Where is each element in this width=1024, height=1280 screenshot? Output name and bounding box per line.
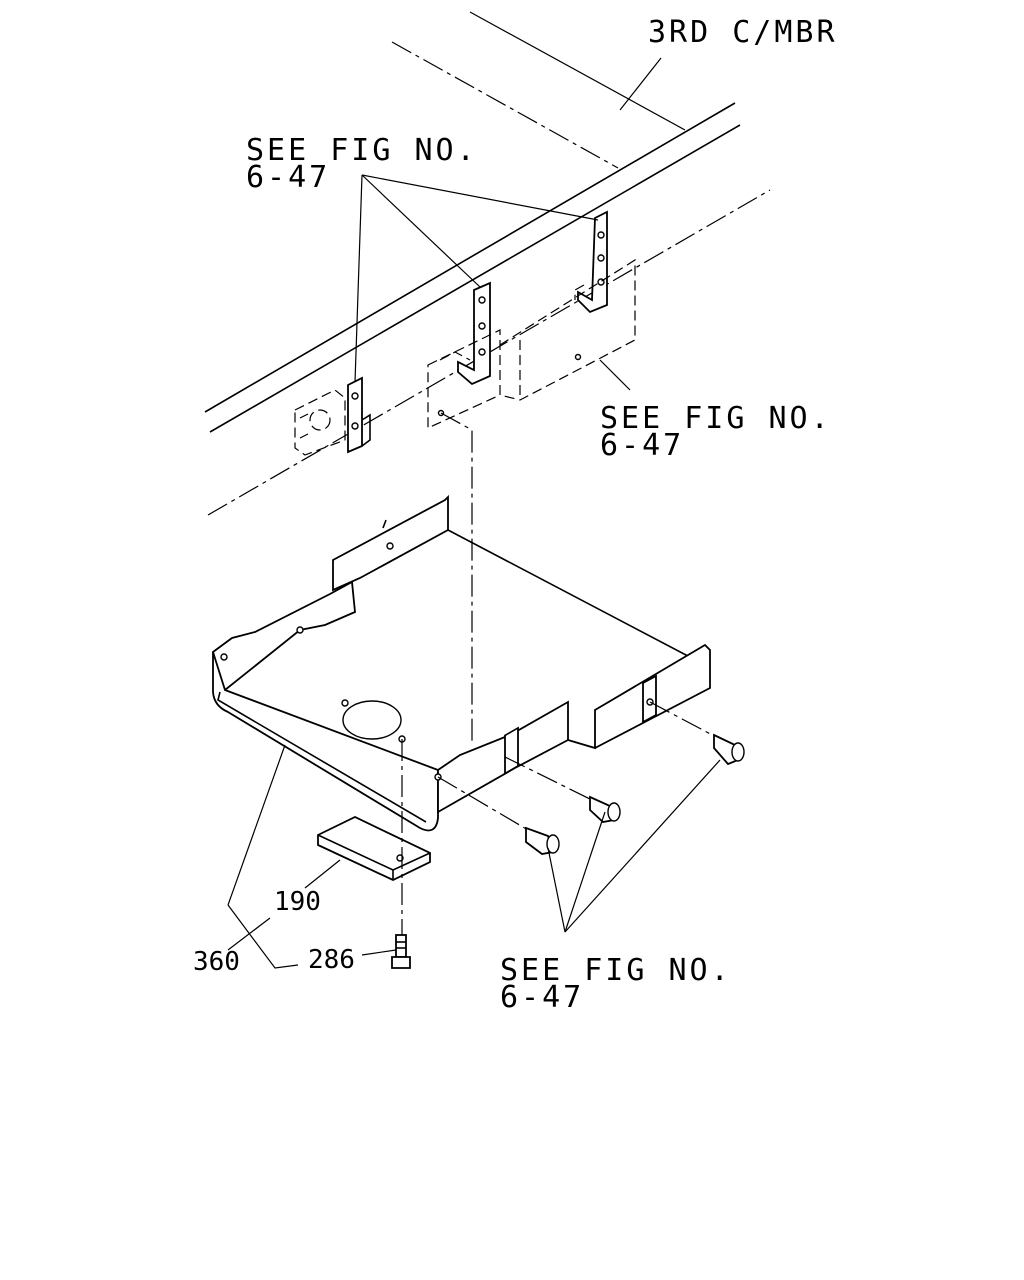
frame-bracket-rear — [574, 210, 608, 314]
ref-label-right-line2: 6-47 — [600, 428, 684, 463]
bolt-left — [437, 776, 560, 855]
ref-label-bottom-line2: 6-47 — [500, 980, 584, 1015]
ref-label-upper-left-line1: SEE FIG NO. — [246, 133, 478, 168]
frame-bracket-front — [347, 376, 371, 454]
ref-label-bottom-line1: SEE FIG NO. — [500, 953, 732, 988]
frame-bracket-middle — [457, 281, 491, 386]
leader-lines-upper — [354, 57, 662, 742]
part-number-286: 286 — [308, 945, 355, 975]
battery-box-outline — [427, 258, 636, 429]
part-number-360: 360 — [193, 947, 240, 977]
battery-tray — [212, 494, 711, 832]
member-label: 3RD C/MBR — [648, 15, 838, 50]
frame-rails — [204, 11, 771, 516]
plate-part-190 — [317, 816, 431, 881]
leader-lines-lower — [227, 744, 721, 969]
ref-label-right-line1: SEE FIG NO. — [600, 401, 832, 436]
frame-plate-dashed-left — [294, 389, 346, 456]
bolt-right — [649, 701, 745, 766]
bolt-middle — [504, 756, 621, 823]
part-number-190: 190 — [274, 887, 321, 917]
ref-label-upper-left-line2: 6-47 — [246, 160, 330, 195]
bolt-part-286 — [391, 934, 411, 969]
